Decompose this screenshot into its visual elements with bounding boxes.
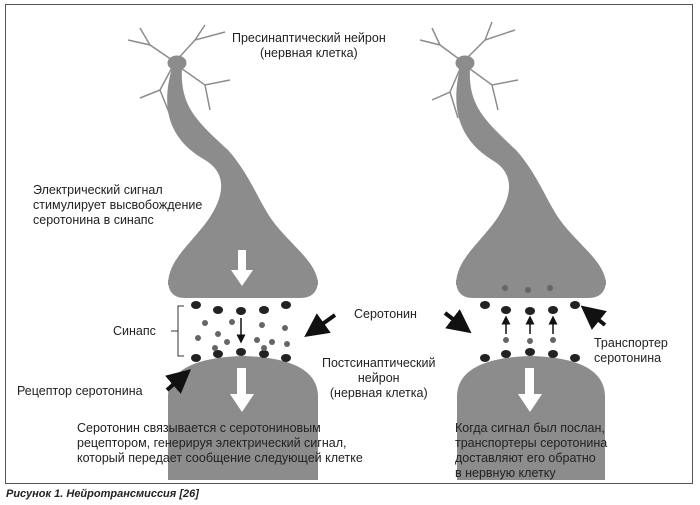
receptors [191,301,580,362]
right-soma [455,55,475,71]
transporter-label: Транспортер серотонина [594,336,668,365]
left-postsynaptic-neuron [168,356,318,480]
figure-caption: Рисунок 1. Нейротрансмиссия [26] [6,488,199,500]
postsynaptic-label: Постсинаптический нейрон (нервная клетка… [322,356,436,400]
right-dendrites [419,21,519,119]
pointer-arrows [165,305,607,394]
serotonin-label: Серотонин [354,307,417,321]
left-dendrites [127,24,231,116]
electrical-signal-label: Электрический сигнал стимулирует высвобо… [33,183,203,227]
small-arrows [236,315,558,344]
left-soma [167,55,187,71]
serotonin-molecules [195,285,556,351]
right-presynaptic-neuron [419,21,606,298]
right-postsynaptic-neuron [457,356,605,480]
left-description: Серотонин связывается с серотониновым ре… [77,421,363,465]
signal-arrows [230,250,542,412]
receptor-label: Рецептор серотонина [17,384,143,398]
right-description: Когда сигнал был послан, транспортеры се… [455,421,608,480]
left-presynaptic-neuron [127,24,318,298]
synapse-bracket [171,305,184,357]
figure-frame [5,4,693,484]
presynaptic-label: Пресинаптический нейрон (нервная клетка) [232,31,386,60]
synapse-label: Синапс [113,324,156,338]
